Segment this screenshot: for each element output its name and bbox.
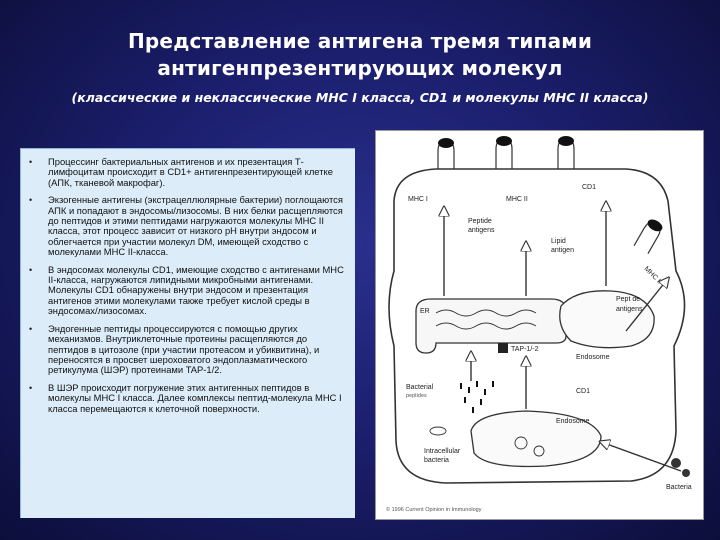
- peptides-label: peptides: [406, 393, 427, 399]
- bullet-item: • В эндосомах молекулы CD1, имеющие сходс…: [29, 263, 349, 317]
- antigen-label: antigen: [551, 247, 574, 254]
- arrow-mhc2: [625, 281, 666, 332]
- external-bacterium: [671, 458, 681, 468]
- cd1-mid-label: CD1: [576, 388, 590, 395]
- mhc2-label: MHC II: [506, 196, 528, 203]
- tap-transporter: [498, 343, 508, 353]
- title-line-1: Представление антигена тремя типами: [127, 29, 593, 53]
- intracellular-bacterium: [429, 426, 447, 436]
- er-compartment: [415, 298, 567, 354]
- bullet-marker: •: [29, 382, 33, 393]
- cd1-top-label: CD1: [582, 184, 596, 191]
- bacterium-in-endosome: [514, 436, 528, 450]
- bullet-marker: •: [29, 195, 33, 206]
- peptide-label: Peptide: [468, 218, 492, 225]
- bullet-marker: •: [29, 157, 33, 167]
- text-panel: • Процессинг бактериальных антигенов и их…: [20, 148, 355, 518]
- er-label: ER: [420, 308, 430, 315]
- bacterium-in-endosome: [533, 445, 545, 457]
- bullet-item: • Эндогенные пептиды процессируются с пом…: [29, 322, 349, 376]
- antigens-label: antigens: [468, 227, 495, 234]
- bullet-item: • В ШЭР происходит погружение этих антиге…: [29, 381, 349, 414]
- endosome-lower: [470, 410, 602, 468]
- antigen-presentation-diagram: ER TAP-1/-2 Endosome Pept de antigens En…: [375, 130, 704, 520]
- bullet-list: • Процессинг бактериальных антигенов и их…: [29, 156, 349, 414]
- arrow-bacteria-entry: [604, 443, 682, 472]
- diagram-svg: ER TAP-1/-2 Endosome Pept de antigens En…: [386, 136, 692, 513]
- lipid-label: Lipid: [551, 238, 566, 245]
- copyright-label: © 1996 Current Opinion in Immunology: [386, 506, 482, 513]
- bullet-marker: •: [29, 323, 33, 334]
- transport-arrows: [444, 206, 682, 472]
- bullet-text: В эндосомах молекулы CD1, имеющие сходст…: [48, 263, 344, 317]
- er-lumen-fold: [435, 322, 537, 330]
- external-bacterium: [682, 469, 690, 477]
- endosome-upper-label: Endosome: [576, 354, 610, 361]
- bullet-marker: •: [29, 264, 33, 275]
- bullet-text: Процессинг бактериальных антигенов и их …: [48, 156, 333, 188]
- bullet-text: Эндогенные пептиды процессируются с помо…: [48, 322, 320, 376]
- slide-title: Представление антигена тремя типами анти…: [0, 28, 720, 82]
- title-line-2: антигенпрезентирующих молекул: [157, 56, 563, 80]
- bullet-item: • Процессинг бактериальных антигенов и их…: [29, 156, 349, 188]
- peptide-fragments: [460, 381, 494, 413]
- bacteria-out-label: Bacteria: [666, 484, 692, 491]
- bacterial-label: Bacterial: [406, 384, 434, 391]
- bullet-text: Экзогенные антигены (экстрацеллюлярные б…: [48, 194, 343, 258]
- bullet-text: В ШЭР происходит погружение этих антиген…: [48, 381, 342, 414]
- mhc2-top-molecule: [495, 136, 513, 169]
- cd1-top-molecule: [557, 136, 575, 169]
- slide-subtitle: (классические и неклассические МНС I кла…: [71, 90, 649, 105]
- mhc1-label: MHC I: [408, 196, 428, 203]
- intracellular-label: Intracellular: [424, 448, 461, 455]
- bullet-item: • Экзогенные антигены (экстрацеллюлярные …: [29, 195, 349, 257]
- mhc1-top-molecule: [437, 138, 455, 169]
- endosome-lower-label: Endosome: [556, 418, 590, 425]
- bacteria-in-label: bacteria: [424, 457, 449, 464]
- peptide-antigens-label-a: Pept de: [616, 296, 640, 303]
- er-lumen-fold: [435, 309, 537, 317]
- tap-label: TAP-1/-2: [511, 346, 539, 353]
- mhc2-right-label: MHC II: [643, 265, 663, 285]
- endosome-upper: [559, 290, 655, 349]
- cell-membrane: [388, 168, 686, 484]
- peptide-antigens-label-b: antigens: [616, 306, 643, 313]
- mhc2-right-molecule: [633, 219, 663, 254]
